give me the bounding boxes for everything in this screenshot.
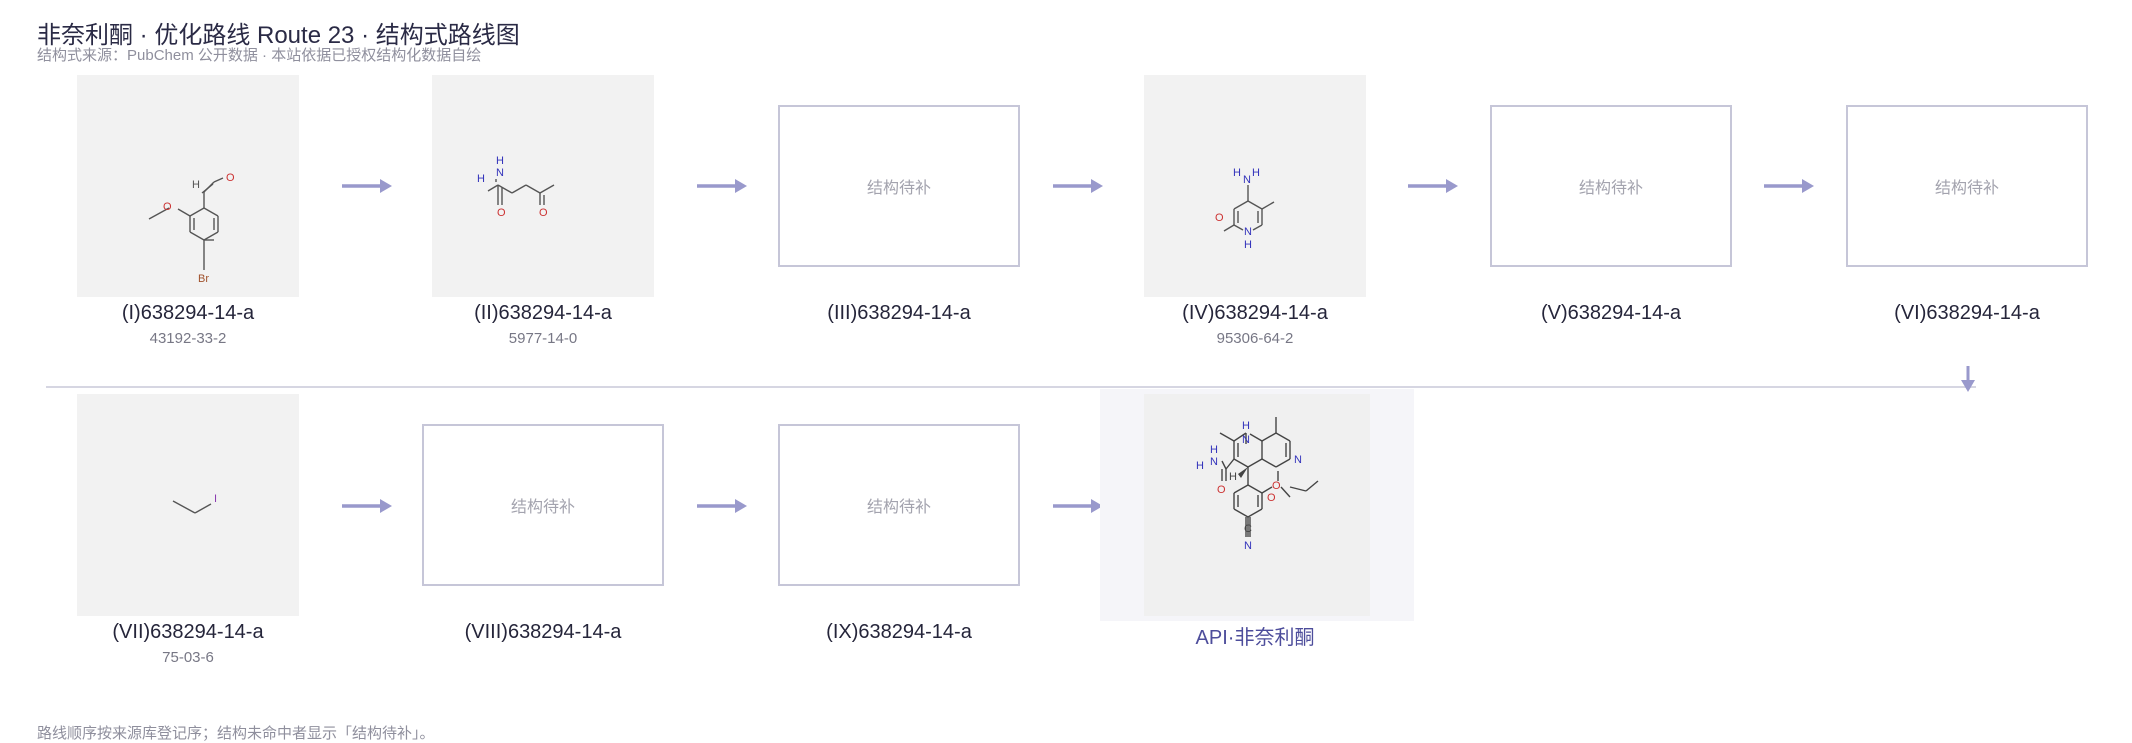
page-title: 非奈利酮 · 优化路线 Route 23 · 结构式路线图 <box>37 22 520 49</box>
structure-placeholder-6[interactable]: 结构待补 <box>1846 105 2088 267</box>
reaction-arrow-5 <box>1764 178 1814 194</box>
atom-label: O <box>1215 212 1224 224</box>
structure-drawing-4: N H H O N H <box>1215 167 1275 251</box>
atom-label: N <box>1210 456 1218 468</box>
atom-label: O <box>226 172 235 184</box>
compound-label-5: (V)638294-14-a <box>1540 302 1682 324</box>
atom-label: N <box>1244 226 1252 238</box>
atom-label: N <box>1294 454 1302 466</box>
reaction-arrow-1 <box>342 178 392 194</box>
atom-label: O <box>497 207 506 219</box>
reaction-arrow-3 <box>1053 178 1103 194</box>
structure-drawing-1: O H O Br <box>148 172 235 285</box>
atom-label: H <box>1229 471 1237 483</box>
reaction-arrow-7 <box>697 498 747 514</box>
atom-label: H <box>1244 239 1252 251</box>
atom-label: H <box>477 173 485 185</box>
atom-label: H <box>192 179 200 191</box>
structure-compound-7[interactable]: I <box>77 394 299 616</box>
structure-placeholder-5[interactable]: 结构待补 <box>1490 105 1732 267</box>
footnote: 路线顺序按来源库登记序；结构未命中者显示「结构待补」。 <box>37 725 435 742</box>
placeholder-text: 结构待补 <box>1578 180 1643 197</box>
atom-label: H <box>1196 460 1204 472</box>
compound-cas-4: 95306-64-2 <box>1216 330 1294 347</box>
compound-cas-7: 75-03-6 <box>162 649 214 666</box>
atom-label: O <box>1272 480 1281 492</box>
compound-label-8: (VIII)638294-14-a <box>464 621 622 643</box>
compound-label-4: (IV)638294-14-a <box>1182 302 1328 324</box>
atom-label: H <box>1252 167 1260 179</box>
atom-label: O <box>163 201 172 213</box>
reaction-arrow-6 <box>342 498 392 514</box>
structure-placeholder-3[interactable]: 结构待补 <box>778 105 1020 267</box>
atom-label: Br <box>198 273 209 285</box>
structure-compound-1[interactable]: O H O Br <box>77 75 299 297</box>
compound-cas-1: 43192-33-2 <box>149 330 227 347</box>
compound-label-2: (II)638294-14-a <box>474 302 612 324</box>
structure-api[interactable]: H N N O H N H O H O C N <box>1100 389 1414 621</box>
atom-label: I <box>214 493 217 505</box>
compound-label-1: (I)638294-14-a <box>121 302 255 324</box>
reaction-arrow-2 <box>697 178 747 194</box>
page-subtitle: 结构式来源：PubChem 公开数据 · 本站依据已授权结构化数据自绘 <box>37 47 482 64</box>
atom-label: N <box>1242 434 1250 446</box>
placeholder-text: 结构待补 <box>866 180 931 197</box>
reaction-arrow-4 <box>1408 178 1458 194</box>
structure-drawing-7: I <box>172 493 217 514</box>
reaction-arrow-8 <box>1053 498 1103 514</box>
atom-label: H <box>1233 167 1241 179</box>
compound-label-7: (VII)638294-14-a <box>112 621 264 643</box>
compound-cas-2: 5977-14-0 <box>508 330 578 347</box>
structure-drawing-api: H N N O H N H O H O C N <box>1196 417 1319 552</box>
structure-placeholder-9[interactable]: 结构待补 <box>778 424 1020 586</box>
atom-label: H <box>496 155 504 167</box>
row-divider <box>46 386 1976 388</box>
structure-placeholder-8[interactable]: 结构待补 <box>422 424 664 586</box>
atom-label: H <box>1242 420 1250 432</box>
compound-label-9: (IX)638294-14-a <box>826 621 972 643</box>
atom-label: O <box>1217 484 1226 496</box>
structure-drawing-2: H N H O O <box>477 155 555 219</box>
atom-label: C <box>1244 523 1252 535</box>
atom-label: H <box>1210 444 1218 456</box>
api-structure-background <box>1144 394 1370 616</box>
placeholder-text: 结构待补 <box>866 499 931 516</box>
atom-label: O <box>539 207 548 219</box>
atom-label: N <box>1244 540 1252 552</box>
atom-label: O <box>1267 492 1276 504</box>
row-continue-arrow <box>1958 366 1978 392</box>
compound-label-3: (III)638294-14-a <box>827 302 971 324</box>
atom-label: N <box>496 167 504 179</box>
placeholder-text: 结构待补 <box>1934 180 1999 197</box>
compound-label-api: API·非奈利酮 <box>1195 627 1315 649</box>
placeholder-text: 结构待补 <box>510 499 575 516</box>
structure-compound-4[interactable]: N H H O N H <box>1144 75 1366 297</box>
compound-label-6: (VI)638294-14-a <box>1894 302 2040 324</box>
structure-compound-2[interactable]: H N H O O <box>432 75 654 297</box>
atom-label: N <box>1243 174 1251 186</box>
